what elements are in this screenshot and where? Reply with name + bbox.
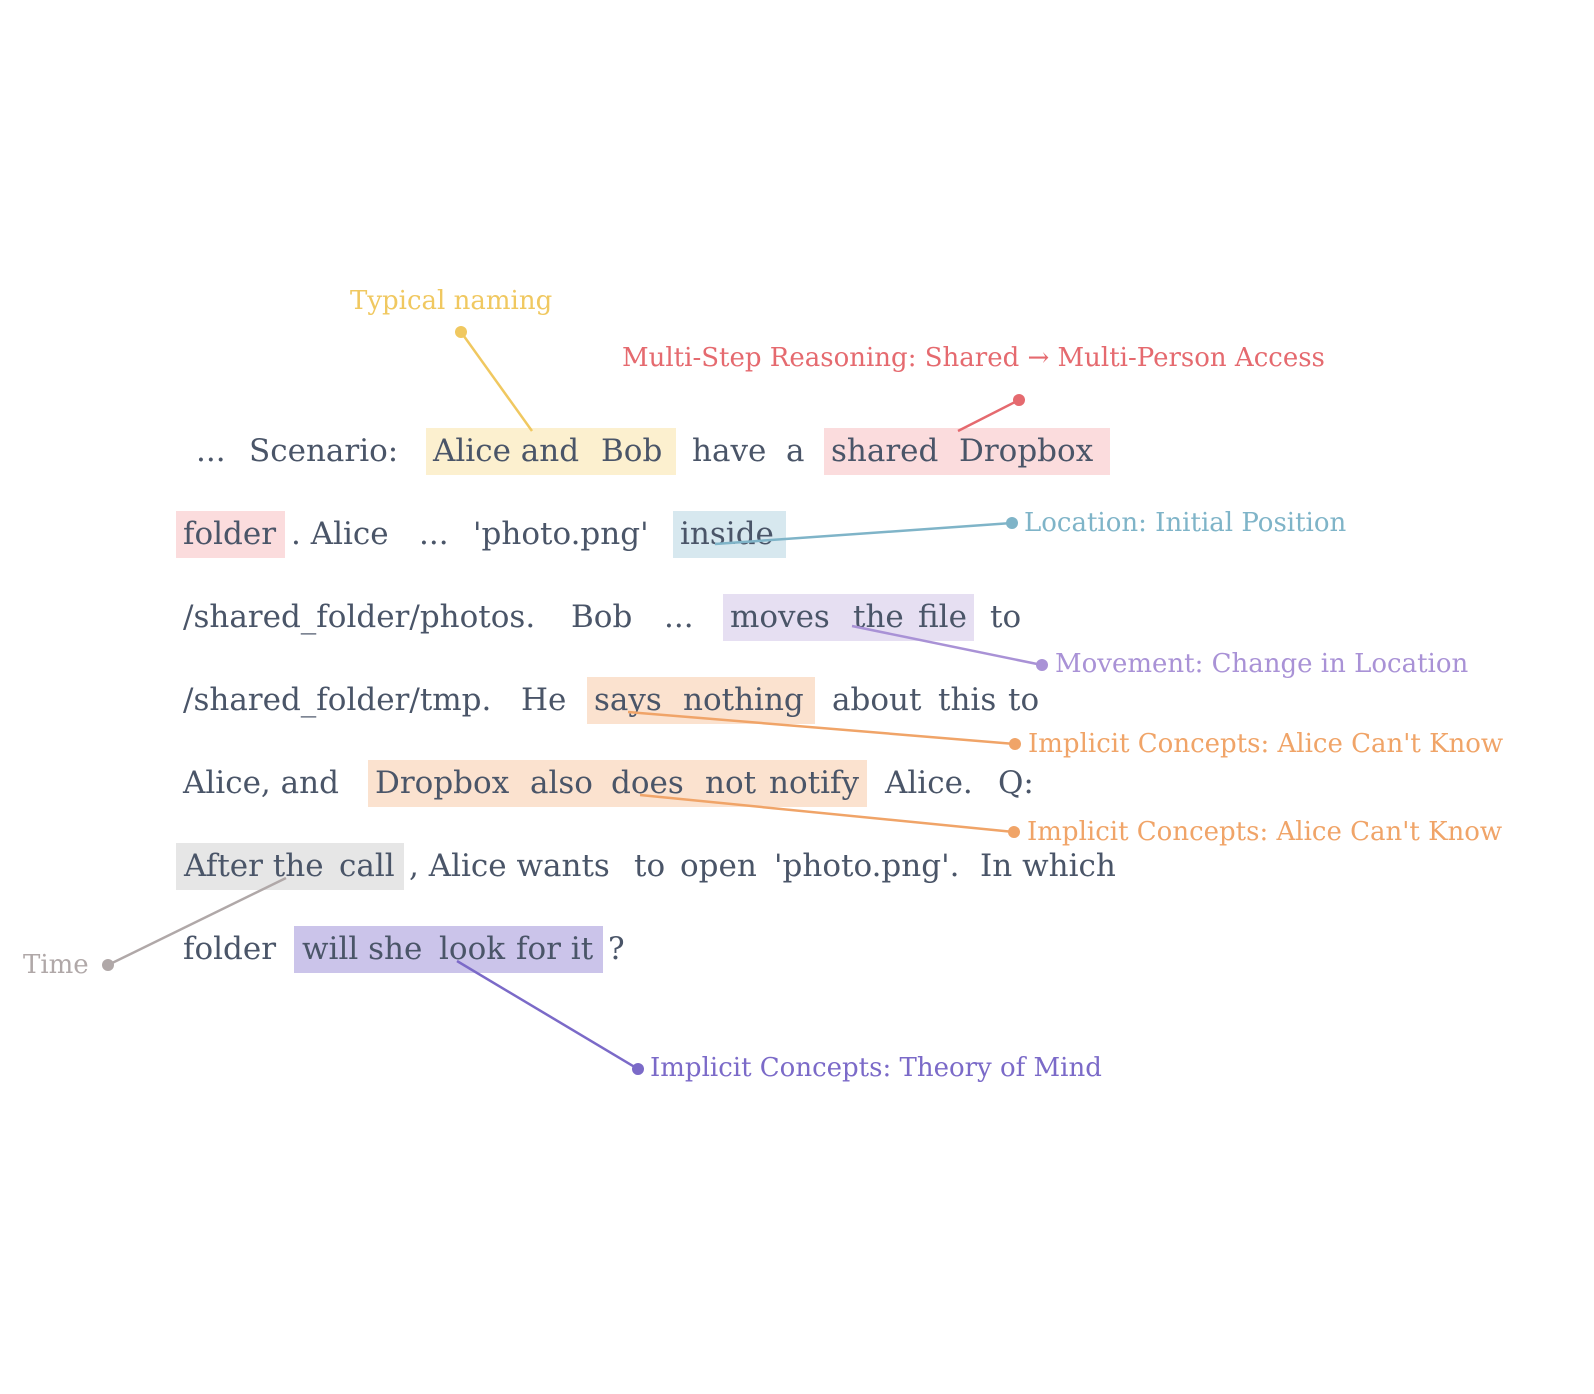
passage-word: ... bbox=[196, 433, 226, 469]
passage-word: for it bbox=[516, 931, 594, 967]
passage-word: After the bbox=[184, 848, 324, 884]
connector-dot-multi-step bbox=[1013, 394, 1025, 406]
annotation-location: Location: Initial Position bbox=[1024, 508, 1347, 538]
connector-multi-step bbox=[957, 398, 1020, 433]
passage-word: also bbox=[530, 765, 593, 801]
passage-word: ... bbox=[419, 516, 449, 552]
annotation-theory-of-mind: Implicit Concepts: Theory of Mind bbox=[650, 1053, 1102, 1083]
passage-word: folder bbox=[183, 931, 277, 967]
connector-dot-typical-naming bbox=[455, 326, 467, 338]
connector-typical-naming bbox=[459, 331, 534, 432]
passage-word: not bbox=[705, 765, 757, 801]
passage-word: /shared_folder/photos. bbox=[183, 599, 536, 635]
connector-dot-location bbox=[1006, 517, 1018, 529]
highlight-typical-naming bbox=[426, 428, 676, 475]
passage-word: 'photo.png' bbox=[473, 516, 649, 552]
passage-word: 'photo.png'. bbox=[774, 848, 960, 884]
passage-word: will she bbox=[302, 931, 423, 967]
passage-word: call bbox=[339, 848, 395, 884]
connector-dot-movement bbox=[1036, 659, 1048, 671]
passage-word: Alice. bbox=[885, 765, 973, 801]
connector-theory-of-mind bbox=[456, 959, 639, 1071]
passage-word: notify bbox=[769, 765, 859, 801]
passage-word: He bbox=[521, 682, 567, 718]
passage-word: to bbox=[634, 848, 666, 884]
passage-word: open bbox=[680, 848, 757, 884]
highlight-shared-dropbox bbox=[824, 428, 1110, 475]
connector-dot-time bbox=[102, 959, 114, 971]
passage-word: ? bbox=[608, 931, 625, 967]
passage-word: Scenario: bbox=[249, 433, 399, 469]
annotation-implicit-concepts-1: Implicit Concepts: Alice Can't Know bbox=[1028, 729, 1504, 759]
passage-word: shared bbox=[831, 433, 939, 469]
passage-word: says bbox=[594, 682, 662, 718]
passage-word: /shared_folder/tmp. bbox=[183, 682, 492, 718]
passage-word: about bbox=[832, 682, 922, 718]
connector-dot-implicit-1 bbox=[1009, 738, 1021, 750]
passage-word: moves bbox=[730, 599, 830, 635]
passage-word: ... bbox=[664, 599, 694, 635]
passage-word: folder bbox=[183, 516, 277, 552]
passage-word: , Alice wants bbox=[409, 848, 610, 884]
annotation-time: Time bbox=[23, 950, 89, 980]
passage-word: nothing bbox=[683, 682, 804, 718]
passage-word: Dropbox bbox=[959, 433, 1094, 469]
highlight-folder bbox=[176, 511, 285, 558]
annotation-implicit-concepts-2: Implicit Concepts: Alice Can't Know bbox=[1027, 817, 1503, 847]
passage-word: to bbox=[1008, 682, 1040, 718]
passage-word: Bob bbox=[571, 599, 633, 635]
passage-word: Q: bbox=[998, 765, 1034, 801]
passage-word: Alice, and bbox=[183, 765, 339, 801]
passage-word: Alice and bbox=[433, 433, 580, 469]
passage-word: a bbox=[786, 433, 805, 469]
passage-word: to bbox=[990, 599, 1022, 635]
passage-word: Dropbox bbox=[375, 765, 510, 801]
annotation-typical-naming: Typical naming bbox=[350, 286, 553, 316]
passage-word: the bbox=[853, 599, 904, 635]
connector-dot-theory-of-mind bbox=[632, 1063, 644, 1075]
annotation-movement: Movement: Change in Location bbox=[1055, 649, 1469, 679]
passage-word: . Alice bbox=[291, 516, 389, 552]
connector-dot-implicit-2 bbox=[1008, 826, 1020, 838]
passage-word: inside bbox=[680, 516, 774, 552]
passage-word: this bbox=[938, 682, 997, 718]
passage-word: Bob bbox=[601, 433, 663, 469]
passage-word: does bbox=[611, 765, 684, 801]
passage-word: look bbox=[439, 931, 506, 967]
passage-word: In which bbox=[980, 848, 1116, 884]
annotation-multi-step-reasoning: Multi-Step Reasoning: Shared → Multi-Per… bbox=[622, 343, 1325, 373]
passage-word: file bbox=[918, 599, 967, 635]
passage-word: have bbox=[692, 433, 767, 469]
